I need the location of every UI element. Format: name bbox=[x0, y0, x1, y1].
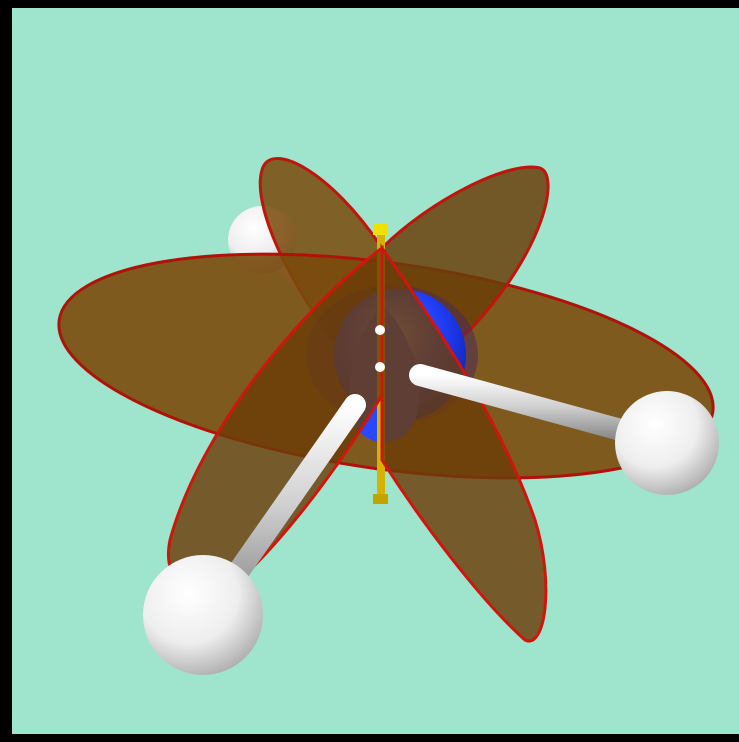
hydrogen-atom-icon bbox=[615, 391, 719, 495]
nitrogen-highlight-upper bbox=[375, 325, 385, 335]
symmetry-axis-top-cap bbox=[373, 223, 388, 235]
nitrogen-highlight-lower bbox=[375, 362, 385, 372]
hydrogen-atom-icon bbox=[143, 555, 263, 675]
symmetry-axis-bottom-cap bbox=[373, 494, 388, 504]
